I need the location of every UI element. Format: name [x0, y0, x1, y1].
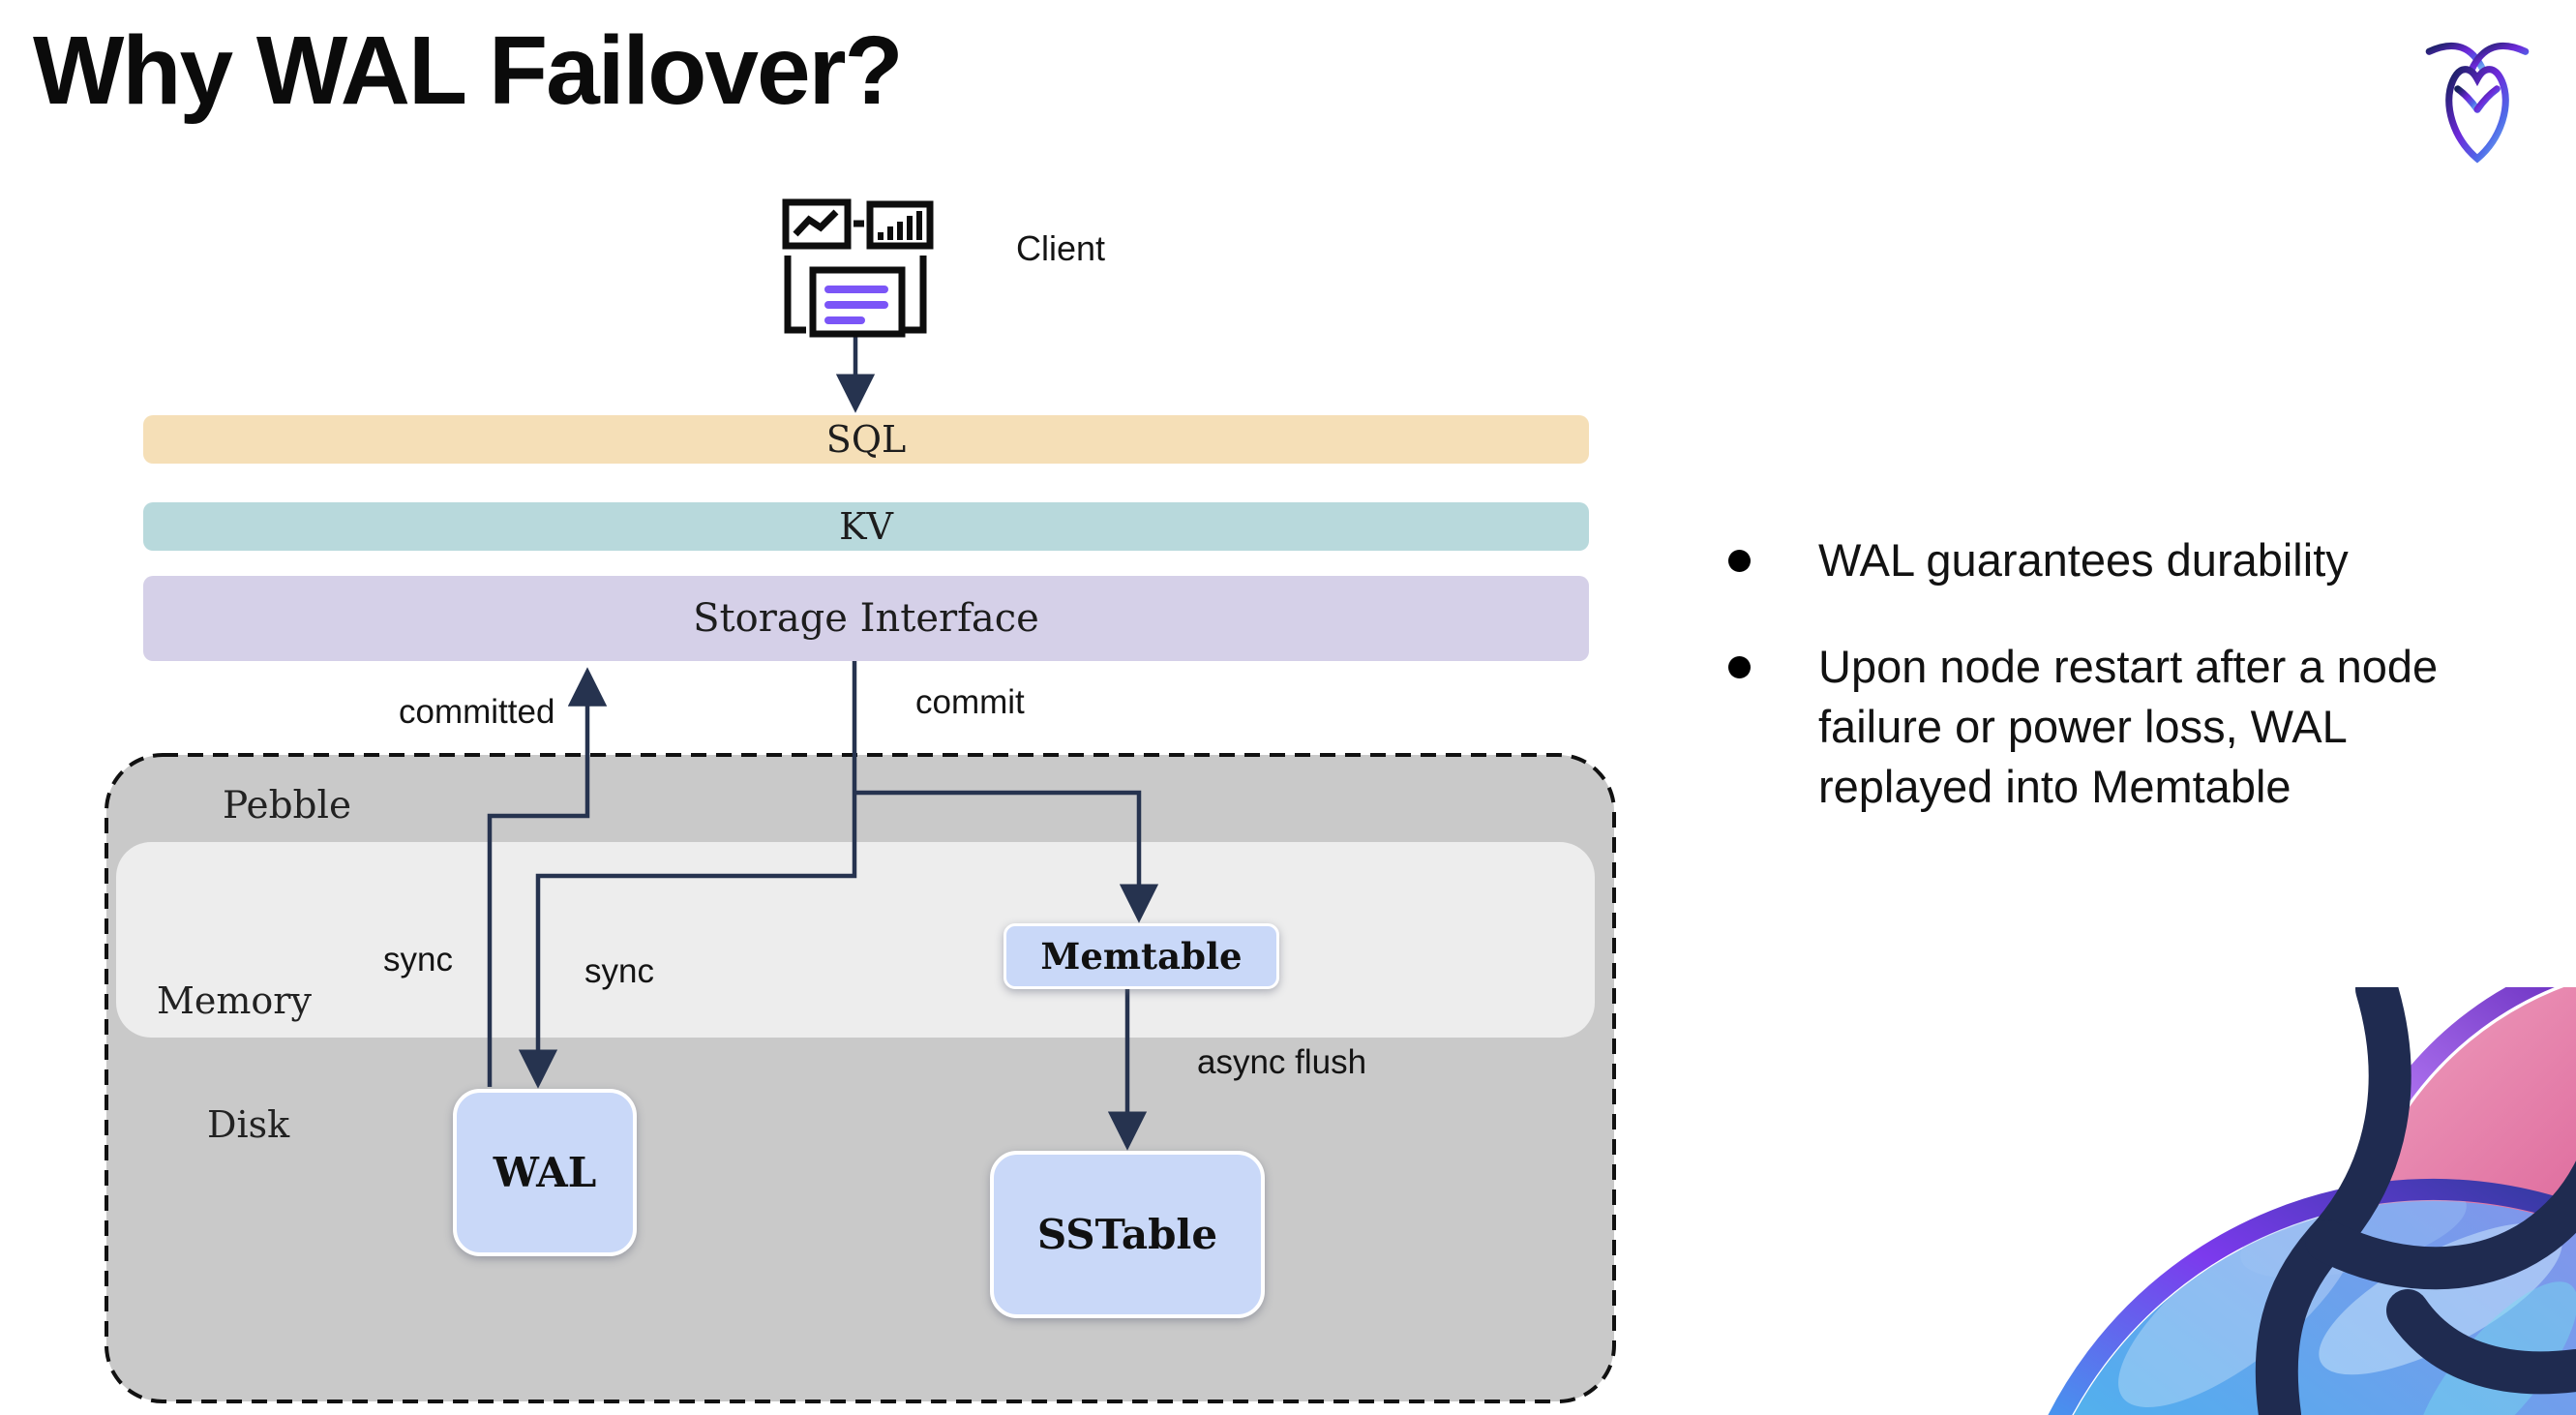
edge-commit-sync-to-wal: [518, 661, 857, 1089]
list-item: Upon node restart after a node failure o…: [1711, 637, 2485, 817]
node-wal: WAL: [453, 1089, 637, 1256]
edge-label-sync-in: sync: [584, 952, 654, 990]
layer-kv: KV: [143, 502, 1589, 551]
layer-storage-interface: Storage Interface: [143, 576, 1589, 661]
memory-label: Memory: [157, 979, 312, 1022]
edge-label-commit: commit: [915, 683, 1025, 721]
list-item: WAL guarantees durability: [1711, 530, 2485, 590]
pebble-label: Pebble: [223, 784, 352, 828]
layer-sql-label: SQL: [825, 418, 907, 461]
bullet-text: Upon node restart after a node failure o…: [1818, 641, 2439, 812]
bullet-dot-icon: [1728, 550, 1751, 572]
edge-wal-committed: [487, 667, 608, 1087]
cockroachdb-logo-icon: [2425, 42, 2530, 164]
edge-label-async-flush: async flush: [1197, 1043, 1367, 1081]
layer-storage-interface-label: Storage Interface: [693, 596, 1039, 641]
bullet-dot-icon: [1728, 656, 1751, 678]
bullet-text: WAL guarantees durability: [1818, 534, 2349, 586]
node-memtable: Memtable: [1003, 923, 1279, 989]
edge-label-committed: committed: [399, 693, 555, 731]
edge-label-sync-out: sync: [383, 941, 453, 978]
brand-art-decoration: [2048, 987, 2576, 1415]
layer-sql: SQL: [143, 415, 1589, 464]
disk-label: Disk: [207, 1103, 290, 1146]
bullet-list: WAL guarantees durability Upon node rest…: [1711, 530, 2485, 817]
page-title: Why WAL Failover?: [33, 16, 904, 125]
client-devices-icon: [782, 198, 934, 338]
client-label: Client: [1016, 228, 1106, 268]
node-sstable: SSTable: [990, 1151, 1265, 1318]
layer-kv-label: KV: [839, 505, 893, 548]
edge-commit-to-memtable: [854, 790, 1159, 923]
